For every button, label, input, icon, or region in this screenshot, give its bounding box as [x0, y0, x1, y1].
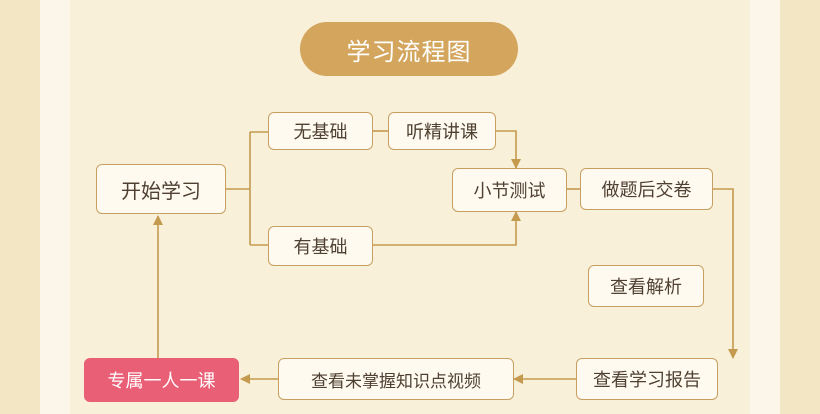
node-start-learning: 开始学习	[96, 164, 226, 214]
node-one-on-one-lesson: 专属一人一课	[84, 358, 239, 402]
arrow-has-basis-quiz	[373, 211, 521, 246]
node-no-basis: 无基础	[268, 112, 373, 150]
arrow-submit-report	[713, 188, 738, 359]
node-unmastered-videos: 查看未掌握知识点视频	[278, 358, 514, 400]
node-lecture: 听精讲课	[388, 112, 496, 150]
arrow-lecture-quiz	[496, 130, 521, 169]
node-submit-answers: 做题后交卷	[580, 168, 713, 210]
node-has-basis: 有基础	[268, 226, 373, 266]
node-learning-report: 查看学习报告	[576, 358, 718, 400]
node-section-quiz: 小节测试	[452, 168, 567, 212]
page-title: 学习流程图	[300, 22, 518, 76]
node-view-analysis: 查看解析	[588, 265, 704, 307]
